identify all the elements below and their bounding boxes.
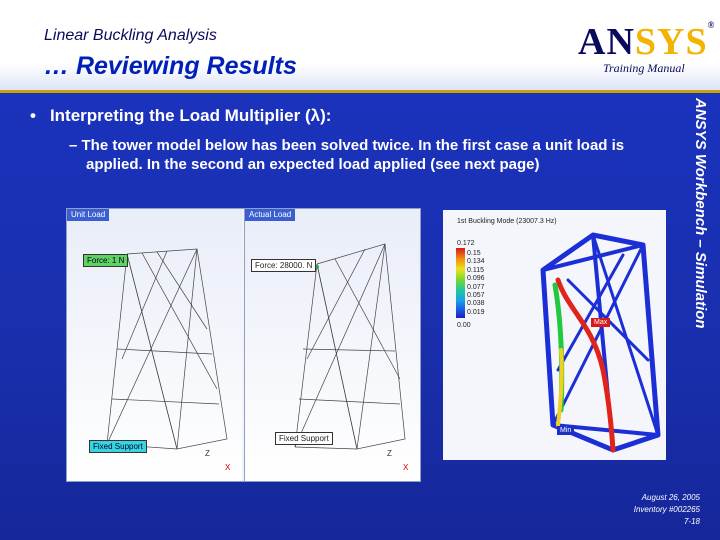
buckling-mode-figure: 1st Buckling Mode (23007.3 Hz) 0.172 0.15…: [443, 210, 666, 460]
legend-value: 0.00: [457, 322, 471, 329]
slide-footer: August 26, 2005 Inventory #002265 7-18: [634, 492, 700, 528]
legend-value: 0.096: [467, 275, 485, 283]
training-manual-label: Training Manual: [603, 61, 685, 75]
main-bullet: • Interpreting the Load Multiplier (λ):: [30, 106, 331, 126]
unit-axis-z: Z: [205, 449, 210, 458]
legend-value: 0.115: [467, 266, 484, 274]
unit-force-label: Force: 1 N: [83, 254, 129, 267]
actual-force-label: Force: 28000. N: [251, 259, 317, 272]
legend-value: 0.15: [467, 250, 481, 257]
legend-value: 0.172: [457, 240, 475, 247]
bullet-dot: •: [30, 106, 36, 125]
side-product-label: ANSYS Workbench – Simulation: [692, 98, 709, 329]
ansys-logo: ANSYS®: [578, 20, 715, 64]
actual-load-tower-drawing: [294, 243, 406, 450]
slide-subtitle: Linear Buckling Analysis: [44, 27, 217, 44]
actual-axis-x: X: [403, 463, 409, 472]
legend-value: 0.057: [467, 292, 485, 299]
legend-value: 0.077: [467, 283, 485, 291]
contour-legend-bar: [456, 248, 465, 318]
unit-support-label: Fixed Support: [89, 440, 147, 453]
legend-value: 0.019: [467, 308, 485, 316]
actual-support-label: Fixed Support: [275, 432, 333, 445]
buckling-mode-title: 1st Buckling Mode (23007.3 Hz): [457, 218, 557, 225]
buckling-mode-drawing: [540, 232, 661, 453]
unit-axis-x: X: [225, 463, 231, 472]
logo-part-b: SYS: [634, 21, 708, 63]
legend-value: 0.134: [467, 258, 485, 266]
max-marker: Max: [591, 318, 611, 327]
slide-title: … Reviewing Results: [44, 52, 297, 80]
tower-models-figure: Unit Load Force: 1 N Fixed Support Z X A…: [66, 208, 421, 482]
actual-load-title: Actual Load: [245, 209, 296, 221]
logo-part-a: AN: [578, 21, 635, 63]
slide-header: Linear Buckling Analysis … Reviewing Res…: [0, 0, 720, 93]
bullet-text: Interpreting the Load Multiplier (λ):: [49, 106, 332, 125]
legend-value: 0.038: [467, 300, 485, 308]
unit-load-title: Unit Load: [67, 209, 110, 221]
footer-page-number: 7-18: [683, 517, 700, 526]
actual-load-pane: Actual Load Force: 28000. N Fixed Suppor…: [244, 209, 420, 481]
unit-load-pane: Unit Load Force: 1 N Fixed Support Z X: [67, 209, 242, 481]
sub-bullet-text: – The tower model below has been solved …: [69, 137, 625, 173]
footer-inventory: Inventory #002265: [633, 505, 700, 514]
logo-registered: ®: [707, 20, 716, 30]
actual-axis-z: Z: [387, 449, 392, 458]
min-marker: Min: [557, 426, 575, 435]
footer-date: August 26, 2005: [641, 493, 700, 502]
